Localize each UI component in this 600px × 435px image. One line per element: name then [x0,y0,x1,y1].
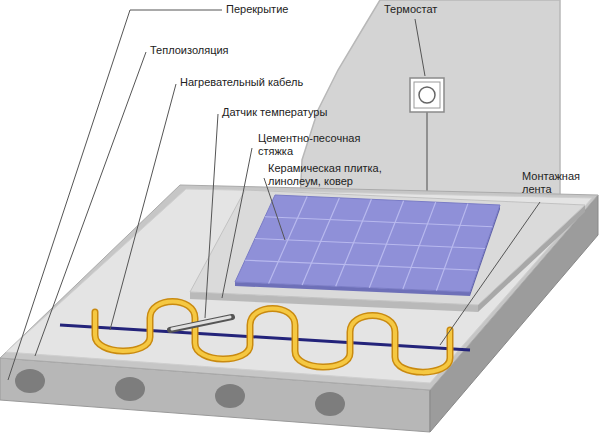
callout-label: Монтажная лента [522,170,596,196]
thermostat-body [410,78,444,112]
callout-label: Керамическая плитка, линолеум, ковер [268,162,396,188]
heating-cable-outline [95,302,450,373]
callout-label: Датчик температуры [222,106,362,119]
leader-line [205,114,218,318]
leader-line [415,19,425,76]
slab-hole [215,384,245,408]
tile-grid [245,196,493,290]
screed-top [190,190,585,305]
slab-top [0,185,598,390]
leader-line [8,10,222,380]
leader-line [35,52,146,356]
slab-hole [15,369,45,393]
callout-label: Термостат [384,3,474,16]
leader-lines [8,10,540,380]
sensor-tube-inner [172,317,230,329]
leader-line [110,84,176,330]
sensor-tube [170,317,232,330]
callout-label: Цементно-песочная стяжка [258,132,368,158]
leader-line [264,178,285,240]
leader-line [222,148,252,298]
slab-hole [115,377,145,401]
leader-line [440,202,540,345]
heating-cable [95,302,450,373]
thermostat-dial [419,87,435,103]
thermostat-symbol [410,78,444,112]
callout-label: Перекрытие [226,3,346,16]
callout-label: Нагревательный кабель [180,76,340,89]
mounting-tape [60,325,470,350]
callout-label: Теплоизоляция [150,44,280,57]
slab-hole [315,392,345,416]
thermostat-frame [414,82,440,108]
insulation-layer [6,189,592,383]
